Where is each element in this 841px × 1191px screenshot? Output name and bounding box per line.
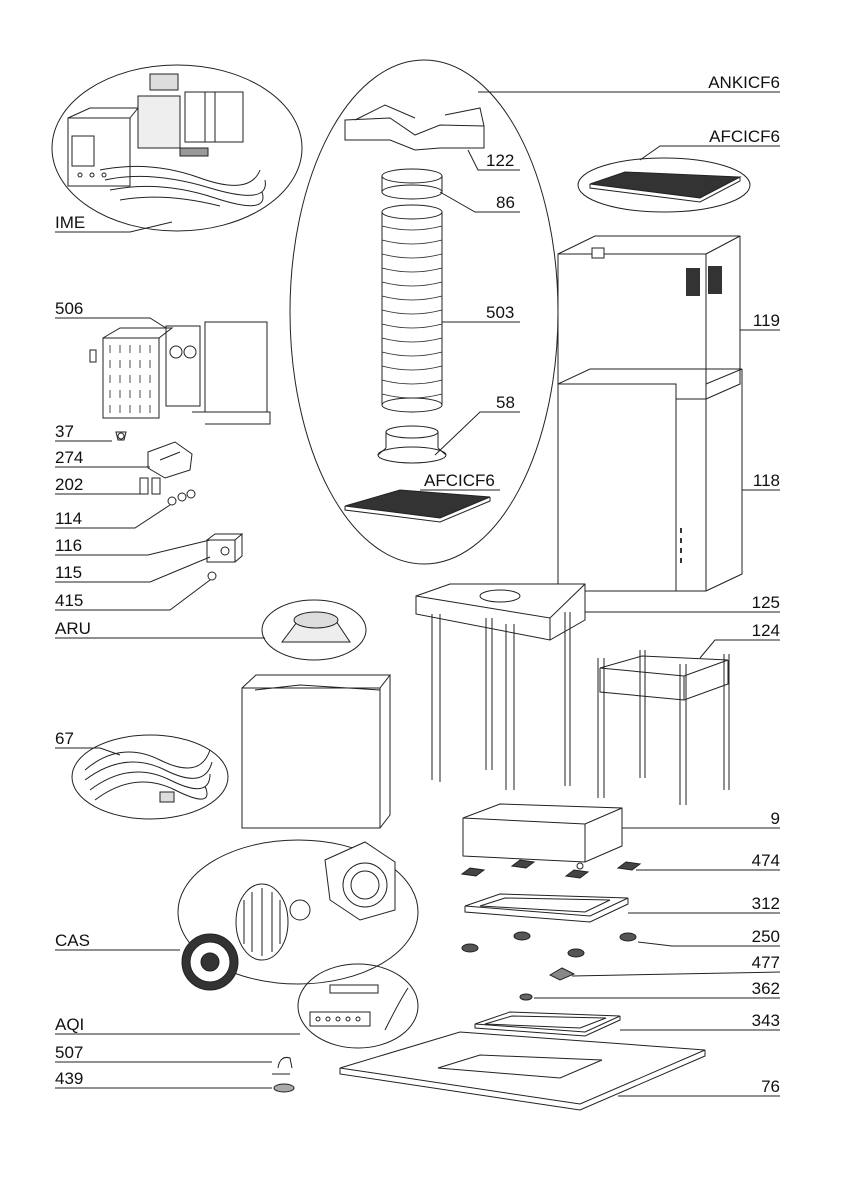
label-cas: CAS: [55, 932, 90, 950]
label-afcicf6-top: AFCICF6: [709, 128, 780, 146]
label-202: 202: [55, 476, 83, 494]
part-506: [90, 322, 270, 424]
part-477: [550, 968, 574, 980]
part-125-frame: [416, 584, 585, 790]
label-ankicf6: ANKICF6: [708, 74, 780, 92]
part-439: [274, 1084, 294, 1092]
part-76-glass: [340, 1032, 705, 1110]
label-477: 477: [752, 954, 780, 972]
part-motor-box: [242, 675, 390, 828]
part-362: [520, 994, 532, 1000]
part-474: [462, 860, 640, 878]
part-343-frame: [475, 1012, 620, 1036]
leader-506: [55, 318, 166, 328]
label-506: 506: [55, 300, 83, 318]
part-afcicf6-filter: [578, 158, 750, 212]
label-114: 114: [55, 510, 82, 528]
label-312: 312: [752, 895, 780, 913]
label-415: 415: [55, 592, 83, 610]
part-37: [116, 432, 126, 440]
label-86: 86: [496, 194, 515, 212]
label-37: 37: [55, 423, 74, 441]
label-362: 362: [752, 980, 780, 998]
part-250: [462, 932, 636, 957]
part-114: [168, 490, 195, 505]
part-312-frame: [465, 894, 628, 922]
label-aru: ARU: [55, 620, 91, 638]
label-122: 122: [486, 152, 514, 170]
part-274: [148, 442, 192, 478]
part-202: [140, 478, 160, 494]
part-116: [207, 534, 242, 562]
label-125: 125: [752, 594, 780, 612]
label-afcicf6-inner: AFCICF6: [424, 472, 495, 490]
label-115: 115: [55, 564, 82, 582]
label-119: 119: [753, 312, 780, 330]
label-116: 116: [55, 537, 82, 555]
part-aqi: [298, 964, 418, 1048]
leader-477: [572, 972, 780, 976]
label-aqi: AQI: [55, 1016, 84, 1034]
label-ime: IME: [55, 214, 85, 232]
part-124-frame: [598, 650, 729, 805]
label-343: 343: [752, 1012, 780, 1030]
label-58: 58: [496, 394, 515, 412]
part-507: [272, 1057, 292, 1074]
label-76: 76: [761, 1078, 780, 1096]
part-aru: [262, 600, 366, 660]
label-9: 9: [771, 810, 780, 828]
label-118: 118: [753, 472, 780, 490]
label-274: 274: [55, 449, 83, 467]
label-474: 474: [752, 852, 780, 870]
leader-124: [700, 640, 780, 658]
part-9-tray: [463, 804, 622, 869]
label-503: 503: [486, 304, 514, 322]
part-415: [208, 572, 216, 580]
leader-58: [435, 412, 520, 455]
label-67: 67: [55, 730, 74, 748]
part-118-lower-chimney: [558, 369, 742, 591]
label-250: 250: [752, 928, 780, 946]
label-439: 439: [55, 1070, 83, 1088]
label-507: 507: [55, 1044, 83, 1062]
part-ime-electronics: [52, 65, 302, 231]
part-119-upper-chimney: [558, 236, 740, 399]
label-124: 124: [752, 622, 780, 640]
